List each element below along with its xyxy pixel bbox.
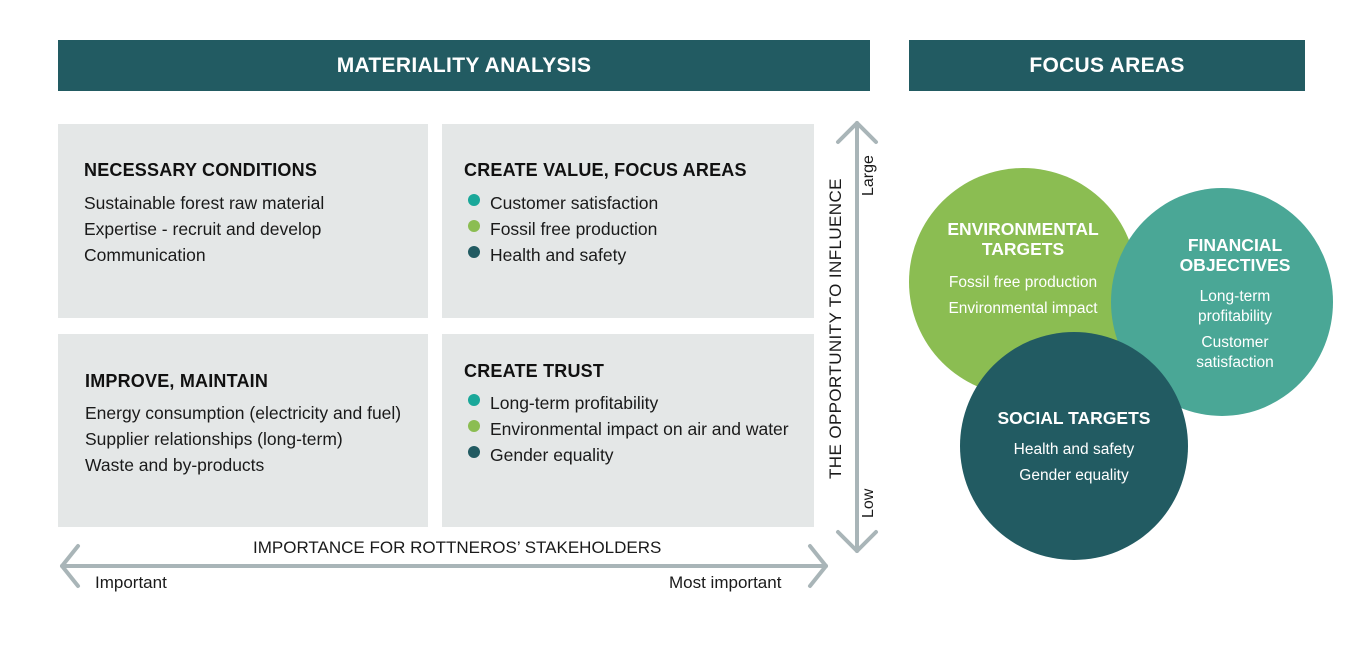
list-item-label: Environmental impact on air and water — [490, 419, 789, 439]
dark-teal-dot-icon — [468, 246, 480, 258]
list-item-label: Sustainable forest raw material — [84, 193, 325, 213]
circle-item: Gender equality — [1019, 467, 1129, 484]
list-item-label: Customer satisfaction — [490, 193, 659, 213]
quadrant-list: Energy consumption (electricity and fuel… — [85, 400, 401, 478]
quadrant-list: Sustainable forest raw material Expertis… — [84, 190, 324, 268]
quadrant-create-value: CREATE VALUE, FOCUS AREAS Customer satis… — [442, 124, 814, 318]
x-axis-high-label: Most important — [669, 573, 782, 592]
quadrant-list: Long-term profitability Environmental im… — [468, 390, 789, 468]
circle-items: Long-term profitability Customer satisfa… — [1131, 287, 1339, 373]
focus-areas-header: FOCUS AREAS — [909, 40, 1305, 91]
circle-items: Fossil free production Environmental imp… — [909, 270, 1137, 322]
x-axis-low-label: Important — [95, 573, 167, 592]
circle-title-line: OBJECTIVES — [1179, 255, 1291, 275]
x-axis-title: IMPORTANCE FOR ROTTNEROS’ STAKEHOLDERS — [253, 538, 662, 557]
green-dot-icon — [468, 420, 480, 432]
quadrant-create-trust: CREATE TRUST Long-term profitability Env… — [442, 334, 814, 527]
y-axis-high-label: Large — [860, 155, 877, 196]
list-item-label: Gender equality — [490, 445, 614, 465]
y-axis-low-label: Low — [860, 488, 877, 518]
list-item: Communication — [84, 242, 324, 268]
list-item-label: Long-term profitability — [490, 393, 659, 413]
list-item-label: Fossil free production — [490, 219, 658, 239]
list-item-label: Supplier relationships (long-term) — [85, 429, 343, 449]
list-item: Waste and by-products — [85, 452, 401, 478]
list-item: Expertise - recruit and develop — [84, 216, 324, 242]
circle-item: Long-term — [1199, 288, 1271, 305]
vertical-double-arrow-icon — [836, 121, 878, 553]
circle-title-line: ENVIRONMENTAL — [947, 219, 1099, 239]
circle-item: Health and safety — [1013, 441, 1135, 458]
quadrant-list: Customer satisfaction Fossil free produc… — [468, 190, 658, 268]
quadrant-title: CREATE TRUST — [464, 361, 605, 381]
circle-title-line: FINANCIAL — [1187, 235, 1283, 255]
quadrant-title: NECESSARY CONDITIONS — [84, 160, 318, 180]
circle-item: Fossil free production — [948, 274, 1098, 291]
quadrant-title: IMPROVE, MAINTAIN — [85, 371, 269, 391]
circle-item: satisfaction — [1196, 354, 1274, 371]
list-item: Fossil free production — [468, 216, 658, 242]
circle-title-line: TARGETS — [981, 239, 1065, 259]
list-item: Sustainable forest raw material — [84, 190, 324, 216]
list-item: Long-term profitability — [468, 390, 789, 416]
list-item-label: Health and safety — [490, 245, 627, 265]
list-item-label: Energy consumption (electricity and fuel… — [85, 403, 402, 423]
list-item: Energy consumption (electricity and fuel… — [85, 400, 401, 426]
circle-items: Health and safety Gender equality — [960, 437, 1188, 489]
quadrant-title: CREATE VALUE, FOCUS AREAS — [464, 160, 747, 180]
quadrant-improve-maintain: IMPROVE, MAINTAIN Energy consumption (el… — [58, 334, 428, 527]
list-item-label: Waste and by-products — [85, 455, 265, 475]
list-item: Supplier relationships (long-term) — [85, 426, 401, 452]
green-dot-icon — [468, 220, 480, 232]
list-item-label: Communication — [84, 245, 206, 265]
social-targets-circle: SOCIAL TARGETS Health and safety Gender … — [960, 332, 1188, 560]
list-item: Environmental impact on air and water — [468, 416, 789, 442]
list-item-label: Expertise - recruit and develop — [84, 219, 322, 239]
quadrant-necessary-conditions: NECESSARY CONDITIONS Sustainable forest … — [58, 124, 428, 318]
y-axis-title: THE OPPORTUNITY TO INFLUENCE — [826, 178, 845, 479]
materiality-analysis-header: MATERIALITY ANALYSIS — [58, 40, 870, 91]
teal-dot-icon — [468, 394, 480, 406]
list-item: Gender equality — [468, 442, 789, 468]
circle-title: FINANCIAL OBJECTIVES — [1131, 235, 1339, 275]
circle-title: SOCIAL TARGETS — [960, 408, 1188, 428]
list-item: Customer satisfaction — [468, 190, 658, 216]
circle-item: Environmental impact — [948, 300, 1098, 317]
circle-title-line: SOCIAL TARGETS — [997, 408, 1151, 428]
list-item: Health and safety — [468, 242, 658, 268]
dark-teal-dot-icon — [468, 446, 480, 458]
circle-title: ENVIRONMENTAL TARGETS — [909, 219, 1137, 259]
circle-item: profitability — [1197, 308, 1273, 325]
horizontal-double-arrow-icon — [60, 544, 828, 588]
circle-item: Customer — [1201, 334, 1269, 351]
teal-dot-icon — [468, 194, 480, 206]
